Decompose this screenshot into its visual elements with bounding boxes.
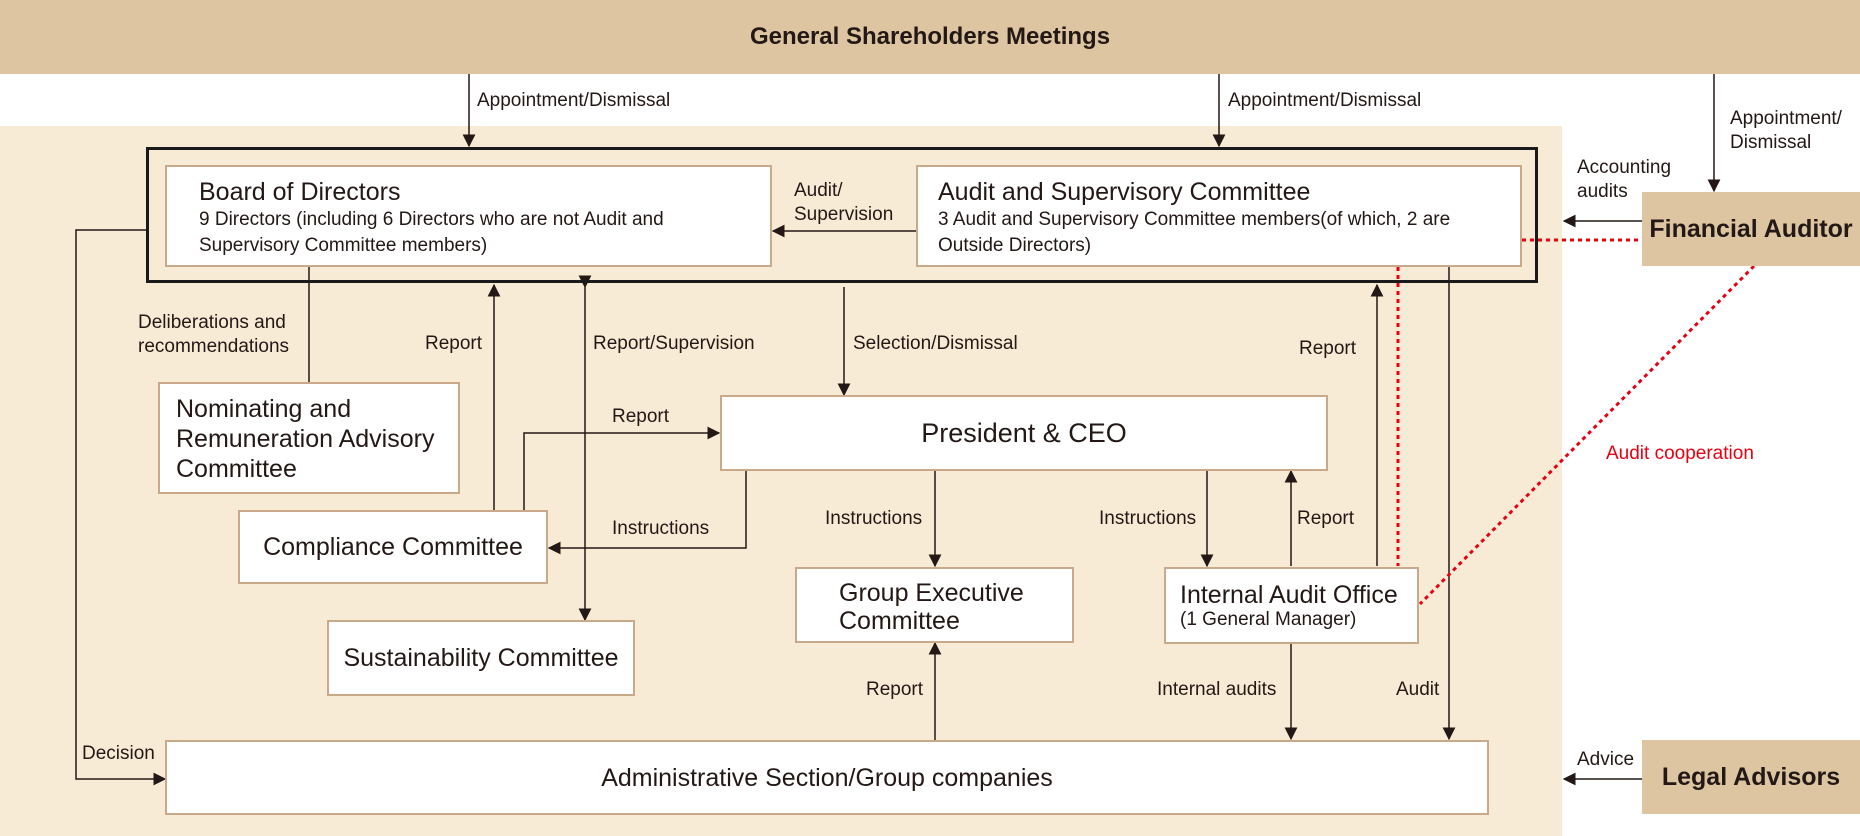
group-exec-title: Group Executive Committee	[839, 579, 1024, 635]
internal-audit-subtitle: (1 General Manager)	[1180, 609, 1357, 630]
label-audit-cooperation: Audit cooperation	[1606, 443, 1754, 464]
shareholders-title: General Shareholders Meetings	[749, 23, 1111, 50]
board-frame	[146, 147, 1538, 283]
president-title: President & CEO	[921, 418, 1127, 448]
label-accounting-audits: Accounting audits	[1577, 157, 1672, 202]
compliance-committee-box: Compliance Committee	[238, 510, 548, 584]
label-selection-dismissal: Selection/Dismissal	[853, 333, 1018, 354]
group-executive-committee-box: Group Executive Committee	[795, 567, 1074, 643]
label-report-audit-committee: Report	[1299, 338, 1357, 359]
label-report-admin: Report	[866, 679, 924, 700]
label-appointment-mid: Appointment/Dismissal	[1228, 90, 1422, 111]
label-report-president: Report	[612, 406, 670, 427]
sustainability-committee-box: Sustainability Committee	[327, 620, 635, 696]
arrow-compliance-report-president	[523, 426, 721, 510]
financial-auditor-title: Financial Auditor	[1649, 214, 1853, 243]
internal-audit-title: Internal Audit Office	[1180, 581, 1398, 609]
president-ceo-box: President & CEO	[720, 395, 1328, 471]
financial-auditor-box: Financial Auditor	[1642, 192, 1860, 266]
label-instructions-compliance: Instructions	[612, 518, 710, 539]
internal-audit-office-box: Internal Audit Office (1 General Manager…	[1164, 567, 1419, 644]
label-report-supervision: Report/Supervision	[593, 333, 755, 354]
audit-committee-title: Audit and Supervisory Committee	[938, 178, 1311, 206]
nominating-committee-box: Nominating and Remuneration Advisory Com…	[158, 382, 460, 494]
label-internal-audits: Internal audits	[1157, 679, 1277, 700]
label-report-internal: Report	[1297, 508, 1355, 529]
general-shareholders-meetings-banner: General Shareholders Meetings	[0, 0, 1860, 74]
compliance-title: Compliance Committee	[263, 533, 523, 561]
legal-advisors-box: Legal Advisors	[1642, 740, 1860, 814]
label-deliberations: Deliberations and recommendations	[138, 312, 290, 357]
audit-committee-subtitle: 3 Audit and Supervisory Committee member…	[938, 209, 1451, 256]
label-instructions-group: Instructions	[825, 508, 923, 529]
sustainability-title: Sustainability Committee	[343, 644, 619, 672]
label-report-board: Report	[425, 333, 483, 354]
label-audit-supervision: Audit/ Supervision	[794, 180, 894, 225]
board-subtitle: 9 Directors (including 6 Directors who a…	[199, 209, 664, 256]
audit-committee-box: Audit and Supervisory Committee 3 Audit …	[916, 165, 1522, 267]
label-appointment-left: Appointment/Dismissal	[477, 90, 671, 111]
arrow-decision	[75, 229, 167, 786]
legal-advisors-title: Legal Advisors	[1661, 762, 1841, 791]
admin-title: Administrative Section/Group companies	[601, 763, 1053, 792]
nominating-title: Nominating and Remuneration Advisory Com…	[176, 395, 435, 483]
label-instructions-internal: Instructions	[1099, 508, 1197, 529]
label-advice: Advice	[1577, 749, 1635, 770]
administrative-section-box: Administrative Section/Group companies	[165, 740, 1489, 815]
label-appointment-right: Appointment/ Dismissal	[1730, 108, 1842, 153]
audit-cooperation-diagonal	[1418, 264, 1756, 606]
board-of-directors-box: Board of Directors 9 Directors (includin…	[165, 165, 772, 267]
arrow-instructions-compliance	[547, 470, 747, 555]
label-decision: Decision	[82, 743, 155, 764]
board-title: Board of Directors	[199, 178, 401, 206]
label-audit: Audit	[1396, 679, 1440, 700]
